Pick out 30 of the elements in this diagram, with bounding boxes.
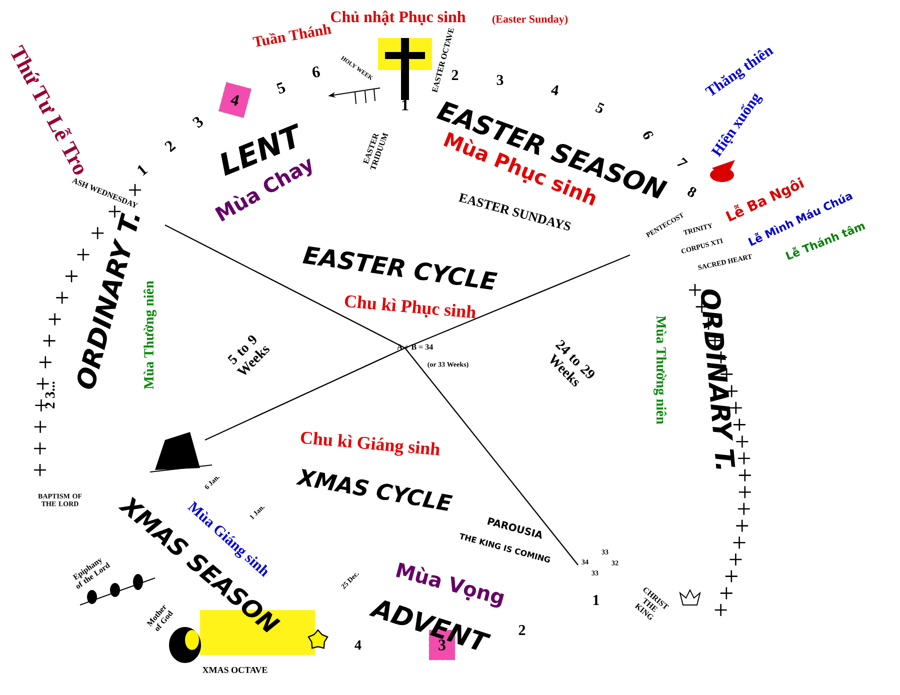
cycle-label: Chu kì Giáng sinh <box>300 432 440 456</box>
feast-label: Tuần Thánh <box>252 24 332 47</box>
season-label: Mùa Thường niên <box>654 316 666 424</box>
feast-label: (Easter Sunday) <box>492 15 568 25</box>
week-number: 5 <box>595 102 604 113</box>
week-number: 6 <box>643 131 654 140</box>
week-number: 4 <box>354 640 362 650</box>
feast-label: Thứ Tư Lễ Tro <box>10 44 84 175</box>
week-number: 2 <box>164 141 176 152</box>
week-box: 4 <box>218 82 252 118</box>
week-number: 3 <box>496 74 504 86</box>
week-number: 1 <box>593 595 599 605</box>
week-number: 5 <box>276 82 286 94</box>
feast-label: Chủ nhật Phục sinh <box>330 10 466 26</box>
week-number: 6 <box>312 66 320 78</box>
week-number: 8 <box>688 187 696 198</box>
season-label: Mùa Thường niên <box>144 280 156 390</box>
cycle-title: XMAS CYCLE <box>296 468 453 511</box>
week-number: 7 <box>677 157 688 166</box>
week-number: 2 3... <box>45 382 55 408</box>
week-number: 3 <box>192 117 203 128</box>
week-number: 4 <box>551 85 558 96</box>
cycle-label: Chu kì Phục sinh <box>344 295 476 318</box>
week-number: 2 <box>518 625 526 635</box>
week-number: 2 <box>452 70 458 80</box>
week-number: 1 <box>402 100 408 110</box>
feast-label: XMAS OCTAVE <box>202 666 268 674</box>
season-title: ORDINARY T. <box>700 289 736 469</box>
week-number: 1 <box>138 165 148 176</box>
cycle-title: EASTER CYCLE <box>302 246 498 290</box>
